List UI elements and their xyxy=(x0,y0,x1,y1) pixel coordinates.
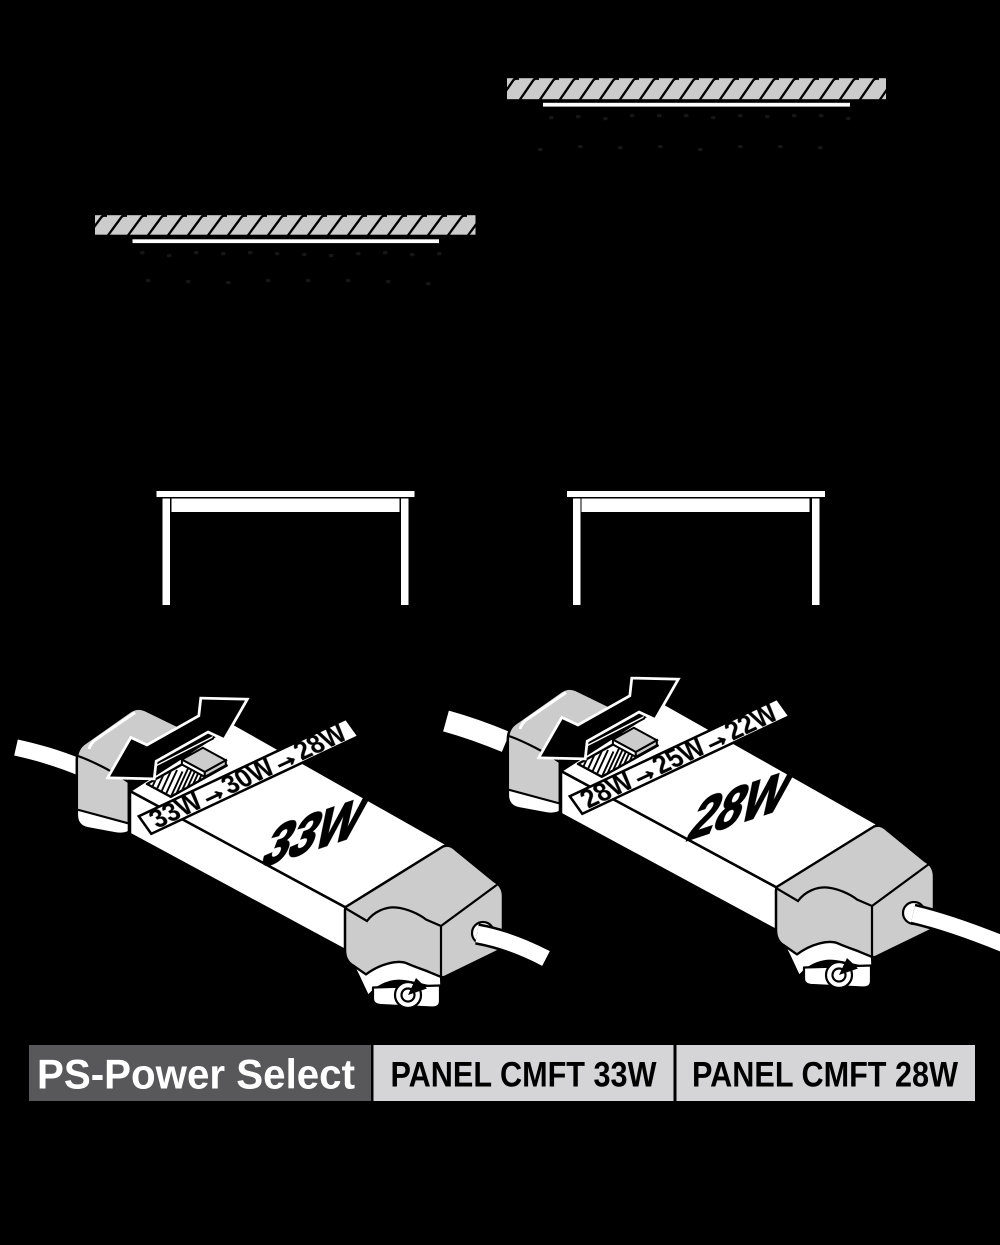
svg-text:PANEL CMFT 28W: PANEL CMFT 28W xyxy=(692,1056,958,1095)
svg-text:PS-Power Select: PS-Power Select xyxy=(37,1051,355,1098)
svg-text:PANEL CMFT 33W: PANEL CMFT 33W xyxy=(391,1056,657,1095)
